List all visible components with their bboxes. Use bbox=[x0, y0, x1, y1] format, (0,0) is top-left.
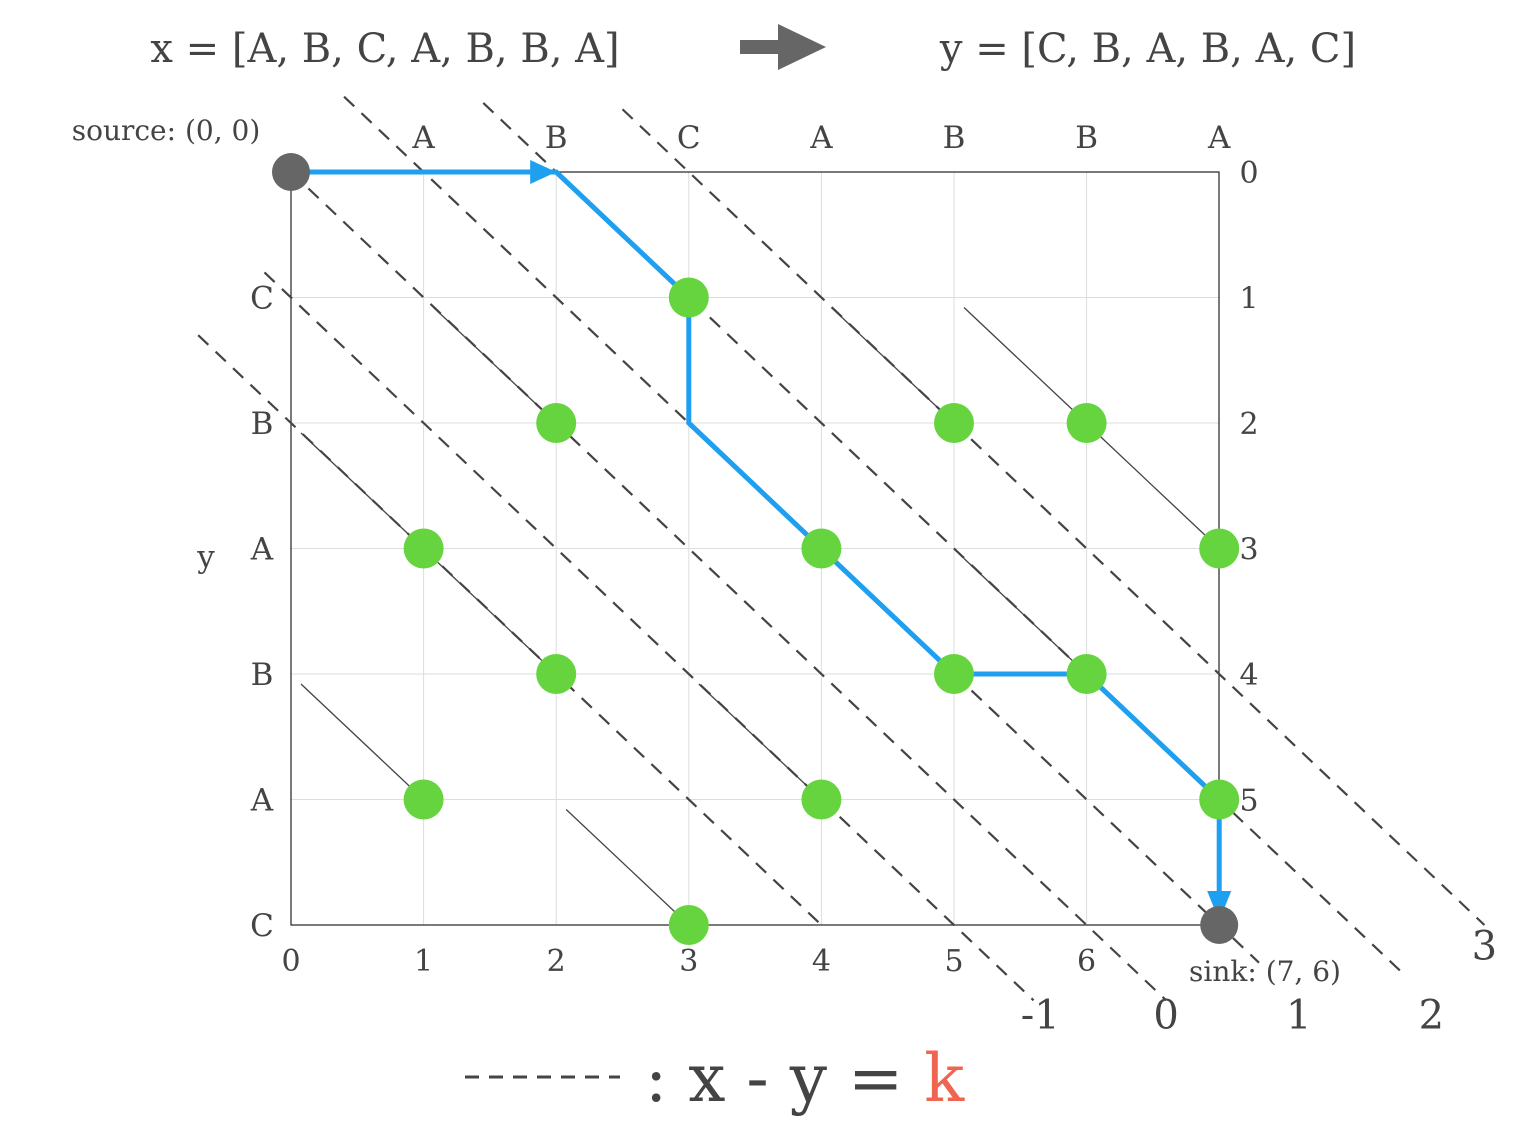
x-tick-labels: 0 1 2 3 4 5 6 bbox=[281, 944, 1096, 979]
match-point bbox=[801, 528, 842, 569]
k-label: 2 bbox=[1419, 992, 1444, 1038]
sequence-x: x = [A, B, C, A, B, B, A] bbox=[150, 26, 619, 72]
x-tick-label: 0 bbox=[281, 944, 300, 979]
match-point bbox=[1199, 528, 1240, 569]
y-tick-label: 5 bbox=[1239, 784, 1258, 819]
legend-equation: : x - y = bbox=[645, 1040, 924, 1117]
y-axis-label: y bbox=[196, 539, 215, 575]
source-label: source: (0, 0) bbox=[72, 114, 261, 147]
k-label: 0 bbox=[1153, 992, 1178, 1038]
match-point bbox=[1066, 654, 1107, 694]
y-sequence-letter: C bbox=[250, 908, 274, 944]
x-sequence-letter: C bbox=[677, 120, 701, 156]
x-sequence-letter: A bbox=[809, 120, 833, 156]
legend: : x - y = k bbox=[465, 1040, 965, 1117]
y-sequence-letter: A bbox=[250, 783, 274, 819]
sink-node bbox=[1200, 906, 1239, 944]
x-tick-label: 4 bbox=[812, 944, 831, 979]
legend-text: : x - y = k bbox=[645, 1040, 965, 1117]
x-tick-label: 1 bbox=[414, 944, 433, 979]
sequence-y: y = [C, B, A, B, A, C] bbox=[939, 26, 1356, 72]
match-diagonal-edge bbox=[300, 683, 425, 800]
diagonal-dashed-line bbox=[290, 171, 1167, 1002]
y-tick-label: 3 bbox=[1239, 533, 1258, 568]
match-point bbox=[801, 779, 842, 820]
x-sequence-letter: B bbox=[1075, 120, 1098, 156]
match-point bbox=[934, 654, 974, 694]
y-sequence-letter: A bbox=[250, 532, 274, 568]
match-diagonal-edge bbox=[963, 307, 1088, 424]
x-sequence-letter: B bbox=[943, 120, 966, 156]
diagonal-dashed-line bbox=[263, 271, 1035, 1002]
match-point bbox=[668, 277, 709, 318]
y-sequence-letter: B bbox=[251, 406, 274, 442]
diagonal-dashed-line bbox=[482, 102, 1406, 976]
x-sequence-letter: B bbox=[545, 120, 568, 156]
nodes bbox=[272, 153, 1240, 945]
x-sequence-letter: A bbox=[1207, 120, 1231, 156]
match-point bbox=[536, 654, 577, 694]
match-diagonal-edge bbox=[565, 809, 690, 926]
x-tick-label: 5 bbox=[944, 944, 963, 979]
match-point bbox=[403, 528, 444, 569]
match-point bbox=[403, 779, 444, 820]
match-point bbox=[536, 403, 577, 443]
x-tick-label: 2 bbox=[547, 944, 566, 979]
path-arrow-right-icon bbox=[530, 160, 557, 184]
k-label: -1 bbox=[1021, 992, 1060, 1038]
y-tick-label: 2 bbox=[1239, 407, 1258, 442]
legend-k: k bbox=[924, 1040, 965, 1117]
match-diagonal-edge bbox=[1096, 432, 1220, 549]
y-tick-label: 0 bbox=[1239, 156, 1258, 191]
x-tick-label: 6 bbox=[1077, 944, 1096, 979]
k-label: 1 bbox=[1286, 992, 1311, 1038]
y-sequence-letter: B bbox=[251, 657, 274, 693]
y-sequence-letters: C B A B A C bbox=[250, 281, 274, 945]
x-sequence-letter: A bbox=[411, 120, 435, 156]
y-sequence-letter: C bbox=[250, 281, 274, 317]
source-node bbox=[272, 153, 310, 191]
diagonal-dashed-line bbox=[621, 108, 1486, 926]
right-arrow-icon bbox=[740, 24, 826, 70]
match-point bbox=[934, 403, 974, 443]
y-tick-labels: 0 1 2 3 4 5 bbox=[1239, 156, 1258, 819]
k-label: 3 bbox=[1472, 923, 1497, 969]
k-value-labels: -1 0 1 23 bbox=[1021, 923, 1497, 1038]
sink-label: sink: (7, 6) bbox=[1189, 955, 1341, 988]
match-point bbox=[1066, 403, 1107, 443]
x-tick-label: 3 bbox=[679, 944, 698, 979]
match-point bbox=[668, 905, 709, 945]
y-tick-label: 1 bbox=[1239, 282, 1258, 317]
match-point bbox=[1199, 779, 1240, 820]
y-tick-label: 4 bbox=[1239, 658, 1258, 693]
